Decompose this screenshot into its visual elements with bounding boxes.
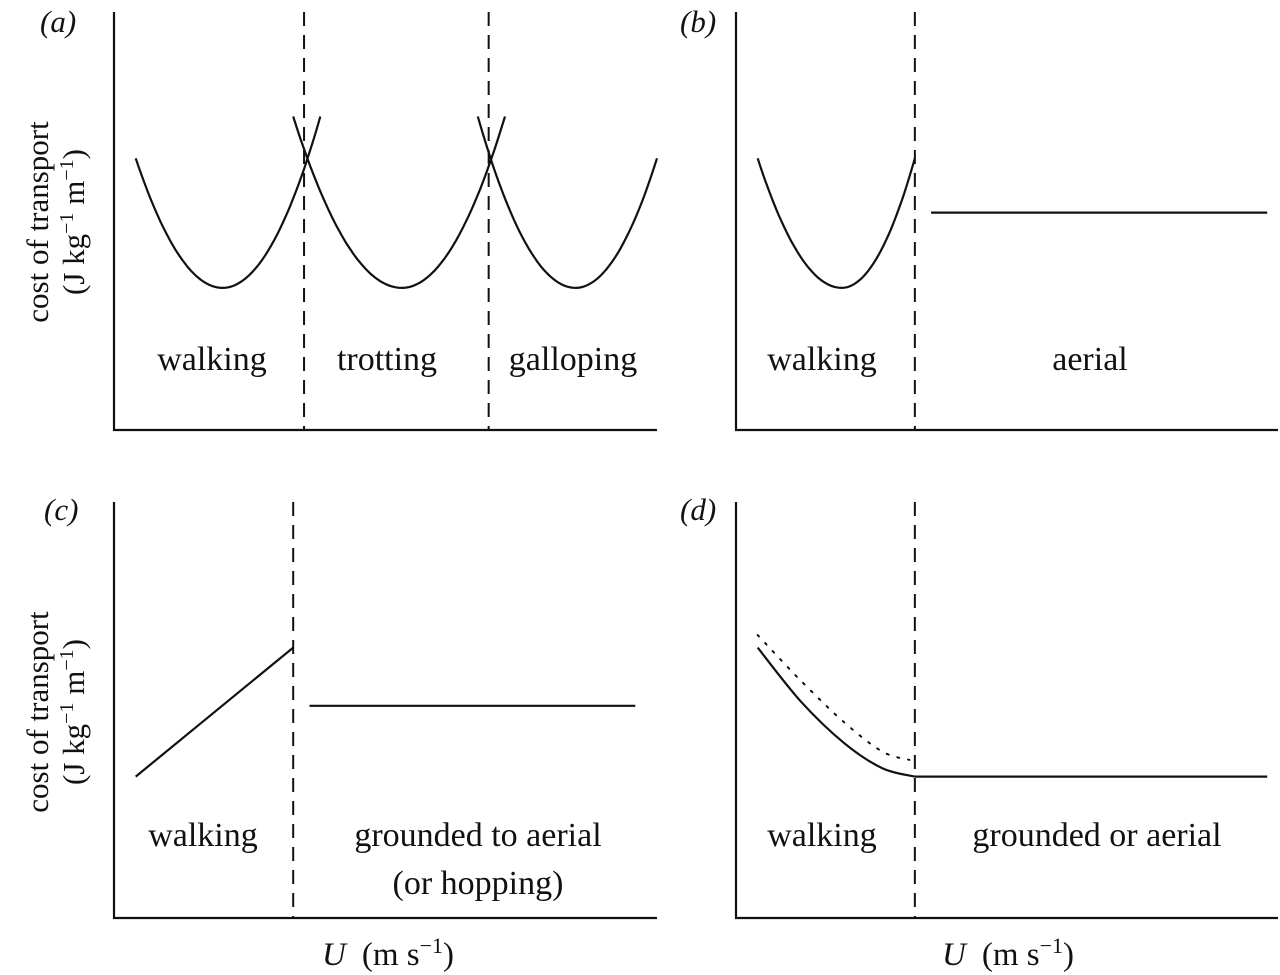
panel-a: (a) walking trotting galloping <box>40 4 659 432</box>
panels: (a) walking trotting galloping (b) walking aer… <box>40 4 1278 920</box>
panel-c: (c) walking grounded to aerial(or hopping) <box>44 492 657 920</box>
panel-label: (d) <box>680 492 716 527</box>
series-line <box>756 157 916 290</box>
x-axis-label-left: U(m s−1) <box>322 933 454 974</box>
y-label-line2: (J kg−1 m−1) <box>56 639 91 785</box>
panel-label: (b) <box>680 4 716 39</box>
region-label: trotting <box>337 341 437 378</box>
y-label-line1: cost of transport <box>20 121 55 323</box>
series-line <box>756 634 911 761</box>
y-label-line2: (J kg−1 m−1) <box>56 149 91 295</box>
y-axis-label-top: cost of transport (J kg−1 m−1) <box>20 121 91 323</box>
region-label: walking <box>157 341 267 378</box>
y-label-line1: cost of transport <box>20 611 55 813</box>
series-line <box>292 116 507 290</box>
region-label: walking <box>148 817 258 854</box>
region-label: grounded to aerial(or hopping) <box>354 817 601 902</box>
region-label: grounded or aerial <box>972 817 1221 854</box>
x-axis-label-right: U(m s−1) <box>942 933 1074 974</box>
panel-label: (c) <box>44 492 78 527</box>
series-line <box>756 646 916 778</box>
panel-b: (b) walking aerial <box>680 4 1278 432</box>
region-label: aerial <box>1052 341 1128 378</box>
axes <box>112 12 657 432</box>
region-label: walking <box>767 817 877 854</box>
panel-label: (a) <box>40 4 76 39</box>
region-label: galloping <box>509 341 637 378</box>
series-line <box>476 116 659 290</box>
series-line <box>134 116 322 290</box>
region-label: walking <box>767 341 877 378</box>
y-axis-label-bottom: cost of transport (J kg−1 m−1) <box>20 611 91 813</box>
panel-d: (d) walking grounded or aerial <box>680 492 1278 920</box>
axes <box>112 502 657 920</box>
series-line <box>135 646 294 778</box>
axes <box>734 502 1278 920</box>
axes <box>734 12 1278 432</box>
